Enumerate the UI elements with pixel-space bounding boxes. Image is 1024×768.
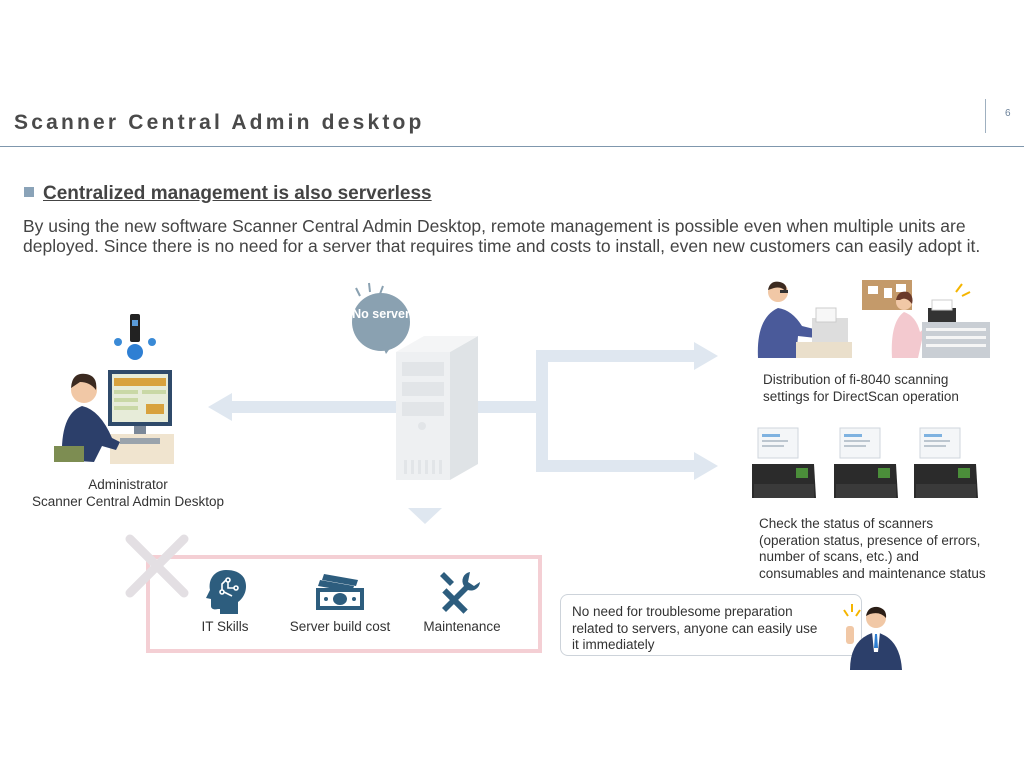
head-circuit-icon <box>206 570 246 614</box>
arrow-upper-head <box>694 342 718 370</box>
title-rule <box>0 146 1024 147</box>
distribution-illustration <box>757 280 990 358</box>
administrator-illustration <box>54 314 174 464</box>
arrow-connector <box>536 350 548 472</box>
cross-out-icon <box>125 534 189 598</box>
feature-it-skills: IT Skills <box>201 619 249 634</box>
arrow-to-admin-head <box>208 393 232 421</box>
bubble-sparkle-icon <box>355 282 384 297</box>
businessman-illustration <box>843 604 902 670</box>
heading-bullet <box>24 187 34 197</box>
section-heading: Centralized management is also serverles… <box>43 183 432 204</box>
arrow-to-admin-shaft <box>230 401 542 413</box>
bubble-tail <box>380 340 396 354</box>
callout-box <box>560 594 862 656</box>
distribution-label: Distribution of fi-8040 scanning setting… <box>763 372 959 404</box>
page-number-divider <box>985 99 986 133</box>
arrow-lower-head <box>694 452 718 480</box>
callout-text: No need for troublesome preparation rela… <box>572 604 818 652</box>
scanner-2-icon <box>834 427 898 498</box>
not-required-box <box>146 555 542 653</box>
intro-paragraph: By using the new software Scanner Centra… <box>23 216 981 256</box>
arrow-lower-shaft <box>536 460 694 472</box>
administrator-label: Administrator Scanner Central Admin Desk… <box>31 477 225 509</box>
arrow-upper-shaft <box>536 350 694 362</box>
feature-server-build-cost: Server build cost <box>289 619 391 634</box>
down-triangle <box>408 508 442 524</box>
server-tower-icon <box>396 336 478 480</box>
feature-maintenance: Maintenance <box>423 619 501 634</box>
tools-icon <box>440 572 480 614</box>
page-number: 6 <box>1005 108 1011 119</box>
money-icon <box>316 574 364 610</box>
scanner-status-label: Check the status of scanners (operation … <box>759 516 986 581</box>
page-title: Scanner Central Admin desktop <box>14 111 425 134</box>
scanner-3-icon <box>914 427 978 498</box>
scanners-illustration <box>752 427 816 498</box>
